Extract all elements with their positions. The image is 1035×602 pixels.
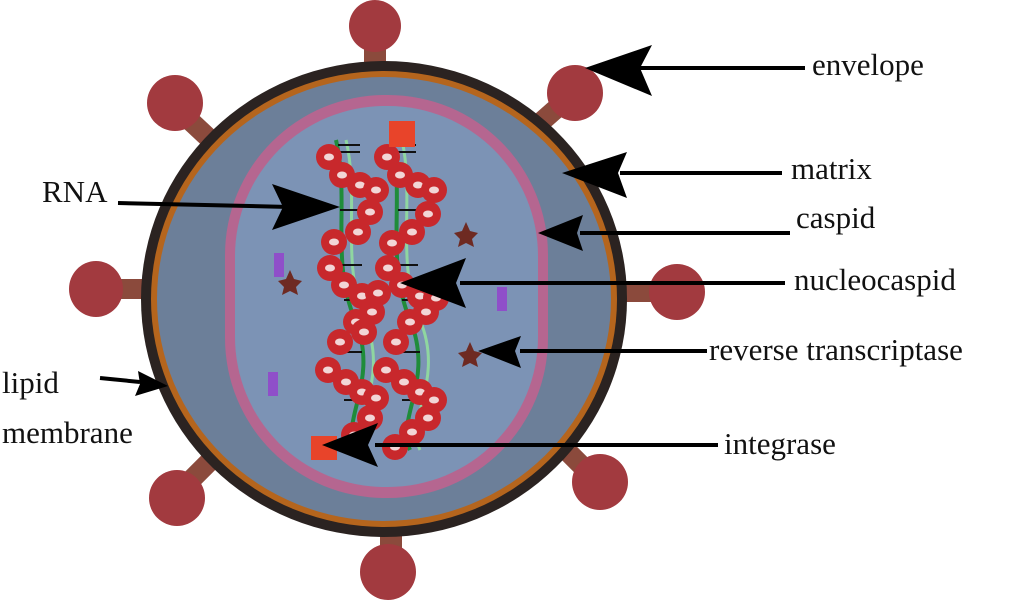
protease-bars xyxy=(268,253,507,396)
arrow-matrix xyxy=(562,152,782,198)
arrow-reverse-transcriptase xyxy=(478,336,707,368)
envelope-spikes xyxy=(69,0,705,600)
label-envelope: envelope xyxy=(812,47,924,82)
spike-top-left xyxy=(147,75,223,153)
arrow-integrase xyxy=(322,423,718,467)
spike-right xyxy=(615,264,705,320)
arrow-nucleocaspid xyxy=(400,258,785,308)
label-membrane: membrane xyxy=(2,415,133,450)
label-arrows xyxy=(99,45,805,467)
arrow-lipid-membrane xyxy=(99,371,168,396)
label-lipid: lipid xyxy=(2,365,59,400)
label-matrix: matrix xyxy=(791,151,872,186)
spike-bottom-left xyxy=(149,447,224,526)
spike-bottom-right xyxy=(552,436,628,510)
label-rna: RNA xyxy=(42,174,108,209)
label-integrase: integrase xyxy=(724,426,836,461)
label-caspid: caspid xyxy=(796,200,876,235)
arrow-rna xyxy=(117,184,340,230)
arrow-envelope xyxy=(585,45,805,96)
label-nucleocaspid: nucleocaspid xyxy=(794,262,956,297)
reverse-transcriptase-stars xyxy=(278,222,482,367)
arrow-caspid xyxy=(538,215,790,251)
label-reverse-transcriptase: reverse transcriptase xyxy=(709,332,963,367)
integrase-squares xyxy=(311,121,415,460)
